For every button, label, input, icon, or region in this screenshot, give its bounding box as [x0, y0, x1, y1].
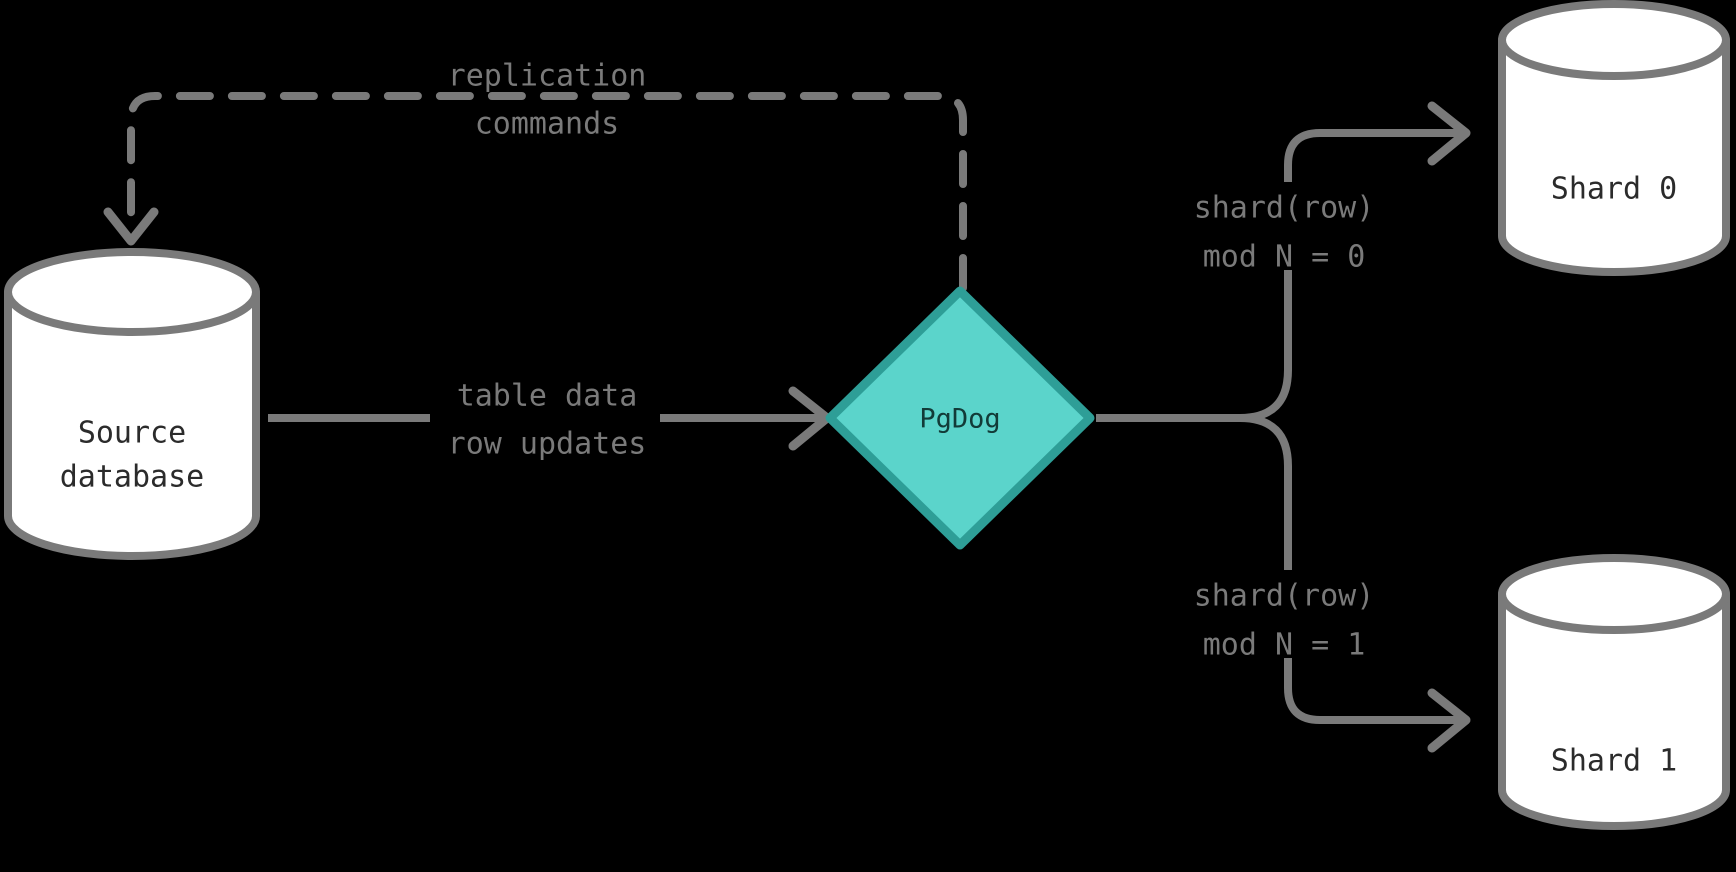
- label-data-stream: table data row updates: [448, 379, 647, 462]
- edge-shard-branch: [1096, 101, 1471, 753]
- shard0-label: Shard 0: [1551, 172, 1677, 207]
- pgdog-diamond-shape: [825, 286, 1095, 550]
- shard0-cylinder-top: [1498, 0, 1730, 80]
- shard1-cylinder-body: [1498, 590, 1730, 830]
- shard0-cylinder-body: [1498, 36, 1730, 276]
- shard1-cylinder-top: [1498, 554, 1730, 634]
- source-database-label-line2: database: [60, 460, 205, 495]
- replication-arrowhead-icon: [103, 207, 159, 246]
- node-pgdog[interactable]: PgDog: [825, 286, 1095, 550]
- to-shard1-label-line1: shard(row): [1194, 579, 1375, 614]
- edge-replication: [103, 92, 967, 292]
- to-shard0-label-line2: mod N = 0: [1203, 240, 1366, 275]
- shard0-arrowhead-icon: [1427, 101, 1471, 166]
- to-shard0-label-line1: shard(row): [1194, 191, 1375, 226]
- replication-label-line2: commands: [475, 107, 620, 142]
- pgdog-label: PgDog: [919, 404, 1000, 435]
- node-shard-0[interactable]: Shard 0: [1498, 0, 1730, 276]
- to-shard1-label-line2: mod N = 1: [1203, 628, 1366, 663]
- node-source-database[interactable]: Source database: [4, 248, 260, 560]
- label-replication: replication commands: [448, 59, 647, 142]
- branch-to-shard1-path: [1236, 414, 1466, 724]
- shard1-arrowhead-icon: [1427, 688, 1471, 753]
- source-database-label-line1: Source: [78, 416, 186, 451]
- shard0-label-backdrop: [1186, 182, 1382, 270]
- source-database-cylinder-top: [4, 248, 260, 336]
- branch-to-shard0-path: [1236, 129, 1466, 422]
- data-stream-label-line2: row updates: [448, 427, 647, 462]
- label-to-shard0: shard(row) mod N = 0: [1186, 182, 1382, 275]
- label-to-shard1: shard(row) mod N = 1: [1186, 570, 1382, 663]
- replication-label-line1: replication: [448, 59, 647, 94]
- node-shard-1[interactable]: Shard 1: [1498, 554, 1730, 830]
- data-stream-label-line1: table data: [457, 379, 638, 414]
- shard1-label-backdrop: [1186, 570, 1382, 658]
- source-database-cylinder-body: [4, 288, 260, 560]
- shard1-label: Shard 1: [1551, 744, 1677, 779]
- replication-edge-path: [127, 92, 967, 292]
